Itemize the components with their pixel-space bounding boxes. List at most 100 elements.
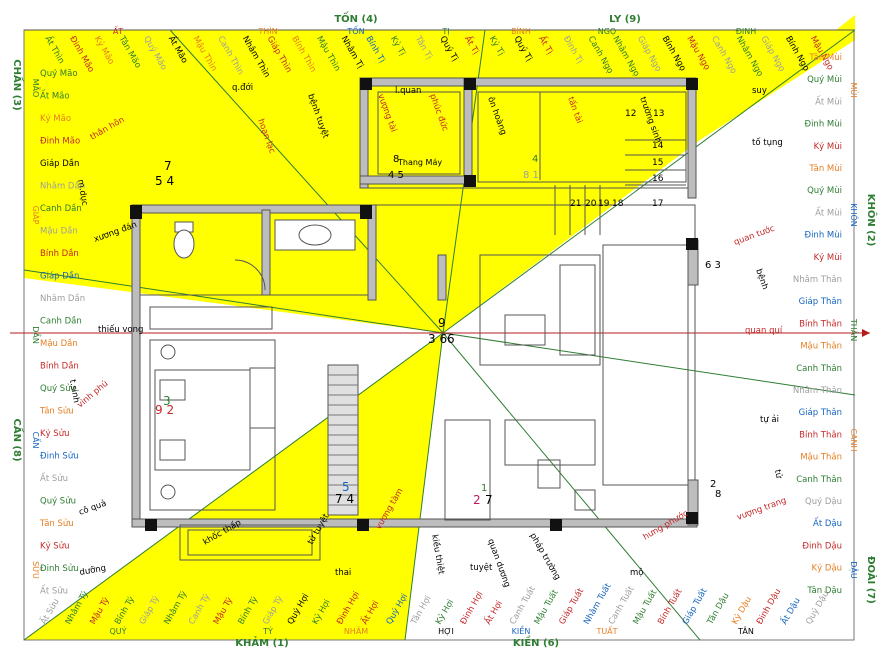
bottom-sub-label: NHÂM (344, 625, 368, 636)
left-label: Giáp Dần (40, 271, 79, 282)
right-room (602, 244, 689, 486)
wall-left-tower (359, 77, 369, 189)
bottom-sub-label: TÂN (737, 625, 754, 636)
sector-note: thiếu vong (98, 324, 143, 335)
right-label: Ất Mùi (815, 95, 842, 107)
stair-core (327, 364, 359, 516)
left-sub-label: MÃO (31, 79, 41, 98)
top-sub-label: ẤT (113, 25, 123, 36)
bottom-sub-label: HỢI (438, 627, 454, 636)
right-label: Đinh Dậu (802, 541, 842, 551)
flying-star: 3 (163, 394, 171, 408)
balcony-rail (187, 529, 313, 556)
left-label: Ất Sửu (40, 472, 68, 484)
bottom-sub-label: KIỀN (512, 624, 531, 636)
sector-note: thai (335, 568, 351, 578)
stair-star-top: 4 (532, 154, 538, 165)
left-label: Bính Dần (40, 361, 79, 372)
right-label: Bính Thân (799, 319, 842, 329)
top-sub-label: NGỌ (598, 27, 616, 36)
direction-khon: KHÔN (2) (865, 194, 878, 247)
line-can-kham (23, 332, 444, 641)
stair-step-number: 17 (652, 199, 663, 209)
direction-chan: CHẤN (3) (11, 59, 26, 110)
right-label: Ất Mùi (815, 206, 842, 218)
sector-note: suy (752, 86, 767, 96)
sector-note: quan quí (745, 326, 783, 336)
central-pillar (437, 254, 447, 301)
wall-elevator-bottom (359, 175, 471, 185)
sector-note: l.quan (395, 86, 421, 96)
right-sub-label: CANH (849, 428, 858, 451)
stair-star-bottom: 8 1 (523, 170, 539, 181)
direction-doai: ĐOÀI (7) (865, 556, 878, 604)
right-label: Nhâm Thân (793, 275, 842, 285)
flying-star: 7 (485, 493, 493, 507)
top-sub-label: TỐN (346, 24, 364, 36)
flying-star: 5 (342, 480, 350, 494)
right-label: Quý Mùi (807, 75, 842, 85)
left-label: Nhâm Dần (40, 293, 85, 304)
line-khon-doai (442, 332, 856, 396)
direction-ton: TỐN (4) (334, 10, 377, 25)
right-sub-label: KHÔN (849, 203, 860, 227)
wardrobe (249, 367, 276, 429)
door-arc-icon (234, 259, 266, 291)
flying-star: 6 3 (705, 260, 721, 271)
elevator-label: Thang Máy (397, 158, 442, 167)
elevator-star: 8 (393, 154, 399, 165)
right-sub-label: DẬU (848, 561, 860, 579)
left-label: Giáp Dần (40, 158, 79, 169)
bottom-sub-label: QUÝ (109, 625, 126, 636)
left-label: Nhâm Dần (40, 181, 85, 192)
right-label: Tân Dậu (806, 586, 842, 596)
sector-note: q.đới (232, 82, 253, 93)
flying-star: 3 6 (428, 332, 447, 346)
line-kien-doai (442, 332, 701, 641)
left-label: Bính Dần (40, 248, 79, 259)
right-label: Quý Dậu (805, 497, 842, 507)
sector-note: tử (772, 469, 784, 480)
lamp-1-icon (160, 344, 176, 360)
left-label: Quý Sửu (40, 496, 76, 507)
right-label: Nhâm Thân (793, 386, 842, 396)
left-label: Kỷ Sửu (40, 541, 69, 552)
left-label: Ất Mão (40, 90, 70, 102)
bottom-sub-label: TÝ (262, 625, 273, 636)
coffee-table (504, 314, 546, 346)
line-kham-kien (404, 332, 444, 641)
direction-ly: LY (9) (609, 14, 641, 25)
right-label: Kỷ Dậu (812, 564, 842, 574)
stair-step-number: 15 (652, 158, 663, 168)
left-label: Quý Mão (40, 69, 78, 79)
right-label: Kỷ Mùi (814, 142, 842, 152)
stair-step-number: 19 (598, 199, 610, 209)
sector-note: tố tụng (752, 137, 783, 148)
bottom-sub-label: TUẤT (595, 625, 617, 636)
line-chan-can (23, 269, 444, 334)
sofa-area (479, 254, 601, 366)
central-closet (444, 419, 491, 521)
pillow-2-icon (159, 439, 186, 461)
bath-wall-mid (261, 209, 271, 296)
left-sub-label: CẤN (31, 431, 42, 448)
computer-icon (574, 489, 596, 511)
left-label: Tân Sửu (39, 518, 74, 529)
building-plan (130, 77, 699, 561)
flying-star: 7 4 (335, 492, 354, 506)
flying-star: 6 (447, 332, 455, 346)
line-ton-chan (169, 29, 444, 334)
stair-top (477, 91, 687, 183)
right-label: Đinh Mùi (804, 120, 842, 130)
right-label: Canh Thân (796, 475, 842, 485)
left-label: Đinh Sửu (40, 451, 79, 462)
flying-star: 7 (164, 159, 172, 173)
left-sub-label: DẦN (31, 326, 43, 344)
sofa-icon (559, 264, 596, 356)
stair-step-number: 13 (653, 109, 664, 119)
left-label: Quý Sửu (40, 383, 76, 394)
pillow-1-icon (159, 379, 186, 401)
wall-top (359, 77, 693, 87)
lamp-2-icon (160, 484, 176, 500)
left-label: Ất Sửu (40, 585, 68, 597)
